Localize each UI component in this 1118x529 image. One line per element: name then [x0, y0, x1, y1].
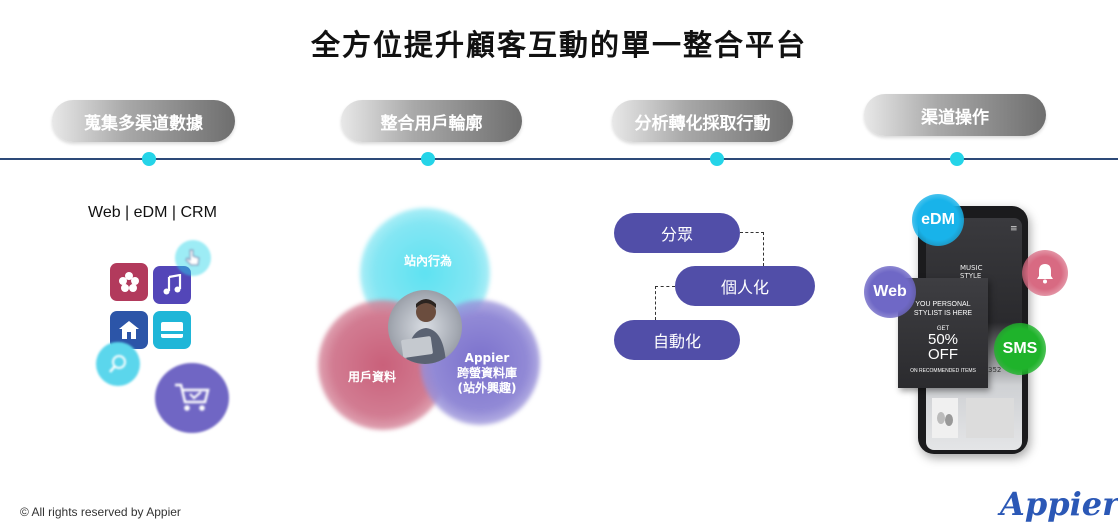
flow-step-segment: 分眾	[614, 213, 740, 253]
ad-line1: YOU PERSONAL	[915, 301, 971, 308]
ad-off: OFF	[928, 346, 958, 363]
bell-icon	[1022, 250, 1068, 296]
ad-footer: ON RECOMMENDED ITEMS	[910, 368, 976, 374]
timeline-dot	[710, 152, 724, 166]
phone-header-text: MUSIC STYLE	[960, 264, 983, 280]
flow-connector	[740, 232, 764, 233]
flower-app-icon	[110, 263, 148, 301]
venn-label-behavior: 站內行為	[403, 254, 452, 268]
ad-line2: STYLIST IS HERE	[913, 310, 973, 317]
venn-label-appier: Appier	[464, 351, 510, 365]
stage-profile-pill: 整合用戶輪廓	[341, 100, 522, 142]
cursor-icon	[175, 240, 211, 276]
timeline	[0, 158, 1118, 160]
venn-label-cross-screen: 跨螢資料庫	[456, 366, 517, 380]
venn-label-user-data: 用戶資料	[347, 370, 396, 384]
timeline-dot	[950, 152, 964, 166]
flow-connector	[763, 232, 764, 266]
menu-icon: ≡	[1010, 224, 1018, 234]
stage-operate-pill: 渠道操作	[864, 94, 1046, 136]
venn-label-offsite: (站外興趣)	[457, 381, 517, 395]
sms-bubble: SMS	[994, 323, 1046, 375]
search-icon	[96, 342, 140, 386]
flow-connector	[655, 286, 675, 287]
music-app-icon	[153, 266, 191, 304]
flow-connector	[655, 286, 656, 320]
stage-analyze-pill: 分析轉化採取行動	[612, 100, 793, 142]
ad-get: GET	[936, 326, 950, 332]
page-title: 全方位提升顧客互動的單一整合平台	[310, 28, 807, 62]
channels-text: Web | eDM | CRM	[88, 204, 217, 221]
timeline-dot	[421, 152, 435, 166]
flow-step-automate: 自動化	[614, 320, 740, 360]
product-thumb	[966, 398, 1014, 438]
product-thumb	[932, 398, 958, 438]
venn-label-appier-data: Appier 跨螢資料庫 (站外興趣)	[452, 351, 522, 396]
stage-collect-pill: 蒐集多渠道數據	[52, 100, 235, 142]
phone-header-line1: MUSIC	[960, 264, 983, 272]
price-hint: 352	[988, 366, 1002, 374]
flow-step-personalize: 個人化	[675, 266, 815, 306]
ad-percent: 50%	[927, 331, 959, 348]
person-photo	[388, 290, 462, 364]
copyright-text: © All rights reserved by Appier	[20, 505, 181, 519]
edm-bubble: eDM	[912, 194, 964, 246]
web-bubble: Web	[864, 266, 916, 318]
cart-icon	[155, 363, 229, 433]
timeline-dot	[142, 152, 156, 166]
appier-logo: Appier	[1000, 485, 1118, 523]
card-app-icon	[153, 311, 191, 349]
phone-header-line2: STYLE	[960, 272, 982, 280]
